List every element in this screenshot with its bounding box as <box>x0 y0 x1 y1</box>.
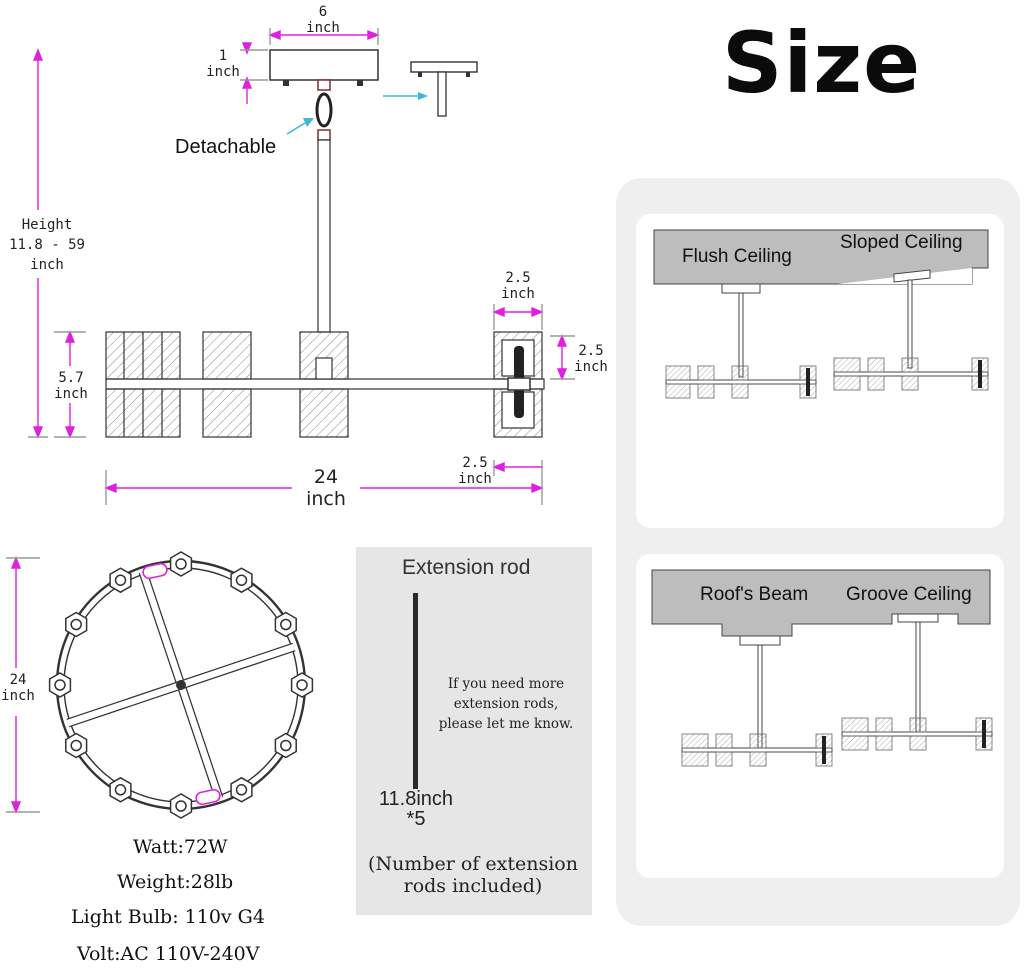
hex-nut-hole <box>54 679 66 691</box>
detachable-label: Detachable <box>175 136 277 158</box>
spec-volt: Volt:AC 110V-240V <box>77 943 260 965</box>
hex-nut-hole <box>280 739 292 752</box>
hex-nut-hole <box>235 574 248 586</box>
hex-nut-hole <box>70 618 82 631</box>
beam-groove-illustration <box>651 569 993 767</box>
page-title: Size <box>722 14 922 112</box>
spec-watt: Watt:72W <box>133 836 228 858</box>
detached-canopy-icon <box>410 61 478 73</box>
hex-nut-hole <box>70 739 82 752</box>
spec-weight: Weight:28lb <box>117 871 234 893</box>
flush-sloped-illustration <box>653 229 989 399</box>
hex-nut-hole <box>296 679 308 691</box>
hanging-rod <box>317 139 331 333</box>
extension-rod-bar <box>413 593 418 789</box>
chain-link <box>315 92 333 128</box>
top-view-ring <box>55 559 307 811</box>
extension-rod-title: Extension rod <box>402 556 531 579</box>
extension-rod-count-note: (Number of extension rods included) <box>368 853 578 897</box>
extension-rod-length: 11.8inch *5 <box>378 788 454 830</box>
groove-ceiling-label: Groove Ceiling <box>846 584 972 605</box>
hex-nut-hole <box>175 558 187 570</box>
ceiling-card-flush-sloped: Flush Ceiling Sloped Ceiling <box>636 214 1004 528</box>
sloped-ceiling-label: Sloped Ceiling <box>840 232 963 253</box>
top-view-hex-nuts <box>48 551 314 819</box>
canopy <box>269 49 379 81</box>
ceiling-types-panel: Flush Ceiling Sloped Ceiling <box>616 178 1020 926</box>
extension-rod-panel: Extension rod If you need more extension… <box>356 547 592 915</box>
hex-nut-hole <box>114 574 127 586</box>
hex-nut-hole <box>114 784 127 796</box>
extension-rod-note: If you need more extension rods, please … <box>438 676 574 732</box>
hex-nut-hole <box>280 618 292 631</box>
spec-bulb: Light Bulb: 110v G4 <box>71 906 265 928</box>
hex-nut-hole <box>235 784 248 796</box>
hex-nut-hole <box>175 800 187 812</box>
roofs-beam-label: Roof's Beam <box>700 584 809 605</box>
main-bar <box>105 378 545 390</box>
flush-ceiling-label: Flush Ceiling <box>682 246 792 267</box>
shade-blocks <box>105 331 543 438</box>
ceiling-card-beam-groove: Roof's Beam Groove Ceiling <box>636 554 1004 878</box>
